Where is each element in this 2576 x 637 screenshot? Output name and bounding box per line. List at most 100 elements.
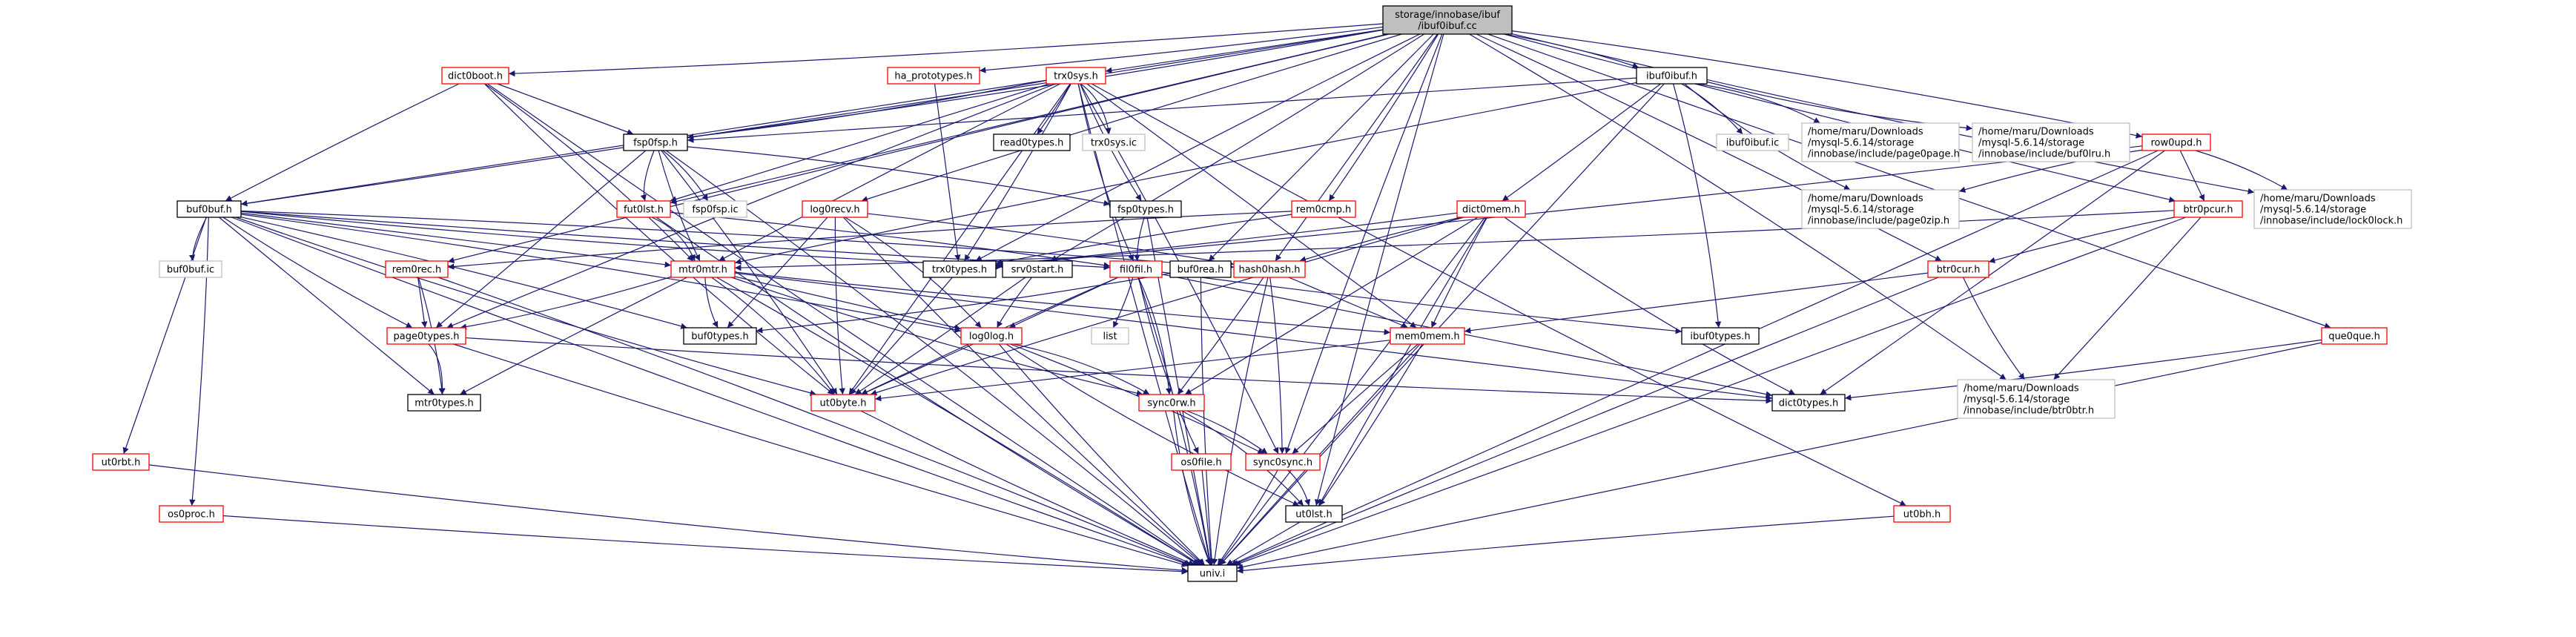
edge-root-to-ut0lst_h [1314, 33, 1444, 506]
node-box [407, 394, 481, 412]
node-univ-i[interactable]: univ.i [1187, 564, 1238, 582]
node-label: ut0byte.h [819, 398, 866, 409]
node-mem0mem-h[interactable]: mem0mem.h [1390, 327, 1465, 345]
node-ibuf0types-h[interactable]: ibuf0types.h [1681, 327, 1760, 345]
node-ut0bh-h[interactable]: ut0bh.h [1893, 505, 1951, 523]
node-root[interactable]: storage/innobase/ibuf/ibuf0ibuf.cc [1382, 5, 1513, 35]
node-btr0pcur-h[interactable]: btr0pcur.h [2173, 200, 2243, 218]
edge-row0upd_h-to-lock0lock_h [2195, 150, 2288, 191]
node-label: ha_prototypes.h [894, 71, 972, 82]
node-box [1972, 122, 2130, 162]
edge-trx0sys_h-to-trx0types_h [964, 83, 1071, 262]
node-label: que0que.h [2328, 331, 2380, 343]
node-lock0lock-h[interactable]: /home/maru/Downloads/mysql-5.6.14/storag… [2253, 189, 2412, 229]
node-mtr0mtr-h[interactable]: mtr0mtr.h [670, 260, 736, 278]
node-rem0rec-h[interactable]: rem0rec.h [385, 260, 449, 278]
edge-dict0mem_h-to-ut0lst_h [1318, 217, 1487, 506]
node-log0recv-h[interactable]: log0recv.h [802, 200, 868, 218]
node-ha-prototypes-h[interactable]: ha_prototypes.h [887, 67, 980, 85]
edges-layer [122, 23, 2331, 575]
edge-sync0rw_h-to-sync0sync_h [1186, 410, 1268, 455]
node-buf0lru-h[interactable]: /home/maru/Downloads/mysql-5.6.14/storag… [1972, 122, 2130, 162]
node-ibuf0ibuf-h[interactable]: ibuf0ibuf.h [1636, 67, 1708, 85]
node-box [1285, 505, 1343, 523]
node-que0que-h[interactable]: que0que.h [2321, 327, 2388, 345]
node-buf0rea-h[interactable]: buf0rea.h [1169, 260, 1232, 278]
node-ibuf0ibuf-ic[interactable]: ibuf0ibuf.ic [1716, 133, 1789, 151]
node-label: /mysql-5.6.14/storage [2260, 205, 2366, 216]
node-sync0sync-h[interactable]: sync0sync.h [1245, 453, 1321, 471]
edge-trx0sys_h-to-page0types_h [446, 83, 1056, 329]
node-row0upd-h[interactable]: row0upd.h [2141, 133, 2211, 151]
node-sync0rw-h[interactable]: sync0rw.h [1138, 394, 1205, 412]
node-hash0hash-h[interactable]: hash0hash.h [1233, 260, 1306, 278]
node-trx0sys-ic[interactable]: trx0sys.ic [1082, 133, 1146, 151]
node-fsp0fsp-ic[interactable]: fsp0fsp.ic [683, 200, 747, 218]
node-box [922, 260, 997, 278]
node-label: /home/maru/Downloads [2260, 194, 2376, 205]
node-fil0fil-h[interactable]: fil0fil.h [1109, 260, 1163, 278]
node-box [802, 200, 868, 218]
edge-mtr0mtr_h-to-dict0types_h [734, 272, 1773, 401]
node-page0page-h[interactable]: /home/maru/Downloads/mysql-5.6.14/storag… [1801, 122, 1960, 162]
node-label: /ibuf0ibuf.cc [1418, 21, 1477, 32]
node-label: os0proc.h [168, 509, 215, 521]
node-buf0buf-h[interactable]: buf0buf.h [176, 200, 242, 218]
edge-mtr0mtr_h-to-ut0byte_h [711, 277, 835, 395]
edge-btr0pcur_h-to-btr0btr_h [2053, 217, 2202, 380]
nodes-layer: storage/innobase/ibuf/ibuf0ibuf.cc dict0b… [92, 5, 2412, 582]
edge-root-to-buf0rea_h [1208, 33, 1434, 262]
edge-mtr0mtr_h-to-mem0mem_h [734, 271, 1391, 335]
node-box [159, 505, 224, 523]
node-box [1245, 453, 1321, 471]
node-box [2321, 327, 2388, 345]
node-trx0types-h[interactable]: trx0types.h [922, 260, 997, 278]
node-srv0start-h[interactable]: srv0start.h [1002, 260, 1073, 278]
node-buf0buf-ic[interactable]: buf0buf.ic [159, 260, 222, 278]
node-fsp0fsp-h[interactable]: fsp0fsp.h [623, 133, 688, 151]
edge-rem0rec_h-to-page0types_h [417, 277, 428, 329]
node-label: dict0boot.h [448, 71, 503, 82]
node-mtr0types-h[interactable]: mtr0types.h [407, 394, 481, 412]
node-page0types-h[interactable]: page0types.h [386, 327, 466, 345]
edge-trx0sys_h-to-univ_i [1077, 83, 1212, 566]
edge-log0log_h-to-sync0rw_h [1013, 343, 1150, 395]
node-page0zip-h[interactable]: /home/maru/Downloads/mysql-5.6.14/storag… [1801, 189, 1960, 229]
node-btr0cur-h[interactable]: btr0cur.h [1927, 260, 1989, 278]
node-dict0boot-h[interactable]: dict0boot.h [441, 67, 509, 85]
node-label: list [1103, 331, 1117, 343]
node-ut0lst-h[interactable]: ut0lst.h [1285, 505, 1343, 523]
node-label: /mysql-5.6.14/storage [1808, 138, 1914, 149]
node-dict0types-h[interactable]: dict0types.h [1771, 394, 1846, 412]
node-box [1893, 505, 1951, 523]
node-btr0btr-h[interactable]: /home/maru/Downloads/mysql-5.6.14/storag… [1957, 379, 2116, 419]
node-box [1109, 260, 1163, 278]
edge-buf0buf_h-to-mtr0types_h [218, 217, 435, 395]
node-label: os0file.h [1180, 458, 1221, 469]
node-box [670, 260, 736, 278]
node-buf0types-h[interactable]: buf0types.h [683, 327, 757, 345]
node-fut0lst-h[interactable]: fut0lst.h [616, 200, 671, 218]
edge-fsp0fsp_h-to-fut0lst_h [640, 150, 655, 202]
node-os0proc-h[interactable]: os0proc.h [159, 505, 224, 523]
node-ut0byte-h[interactable]: ut0byte.h [810, 394, 876, 412]
node-ut0rbt-h[interactable]: ut0rbt.h [92, 453, 150, 471]
edge-ibuf0ibuf_h-to-page0page_h [1697, 83, 1820, 124]
edge-root-to-fsp0fsp_h [687, 29, 1384, 140]
node-label: /home/maru/Downloads [1808, 194, 1923, 205]
edge-buf0buf_h-to-log0log_h [240, 214, 962, 333]
node-list[interactable]: list [1091, 327, 1129, 345]
edge-dict0boot_h-to-univ_i [486, 83, 1201, 566]
edge-mem0mem_h-to-ut0byte_h [874, 340, 1391, 402]
node-box [1187, 564, 1238, 582]
node-label: /mysql-5.6.14/storage [1978, 138, 2084, 149]
node-os0file-h[interactable]: os0file.h [1171, 453, 1232, 471]
node-rem0cmp-h[interactable]: rem0cmp.h [1291, 200, 1356, 218]
node-log0log-h[interactable]: log0log.h [960, 327, 1023, 345]
node-trx0sys-h[interactable]: trx0sys.h [1046, 67, 1106, 85]
edge-log0log_h-to-ut0lst_h [1005, 343, 1300, 506]
edge-root-to-btr0pcur_h [1504, 33, 2176, 203]
node-fsp0types-h[interactable]: fsp0types.h [1109, 200, 1182, 218]
node-read0types-h[interactable]: read0types.h [993, 133, 1071, 151]
node-dict0mem-h[interactable]: dict0mem.h [1456, 200, 1526, 218]
